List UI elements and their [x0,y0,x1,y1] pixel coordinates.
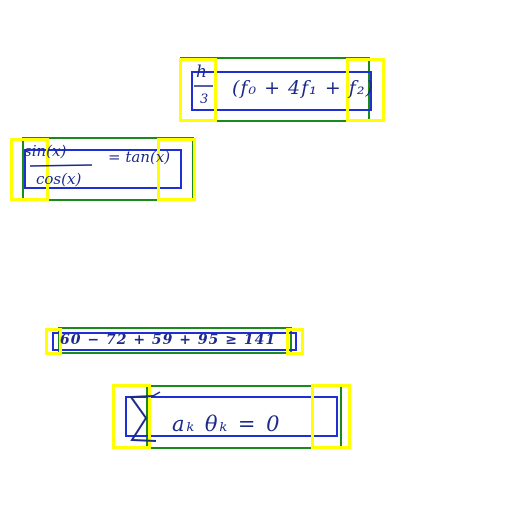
yellow-box-inequality-right [286,328,304,355]
yellow-box-simpson-left [179,58,217,122]
yellow-box-sum-left [112,384,151,449]
blue-box-inequality [52,332,297,351]
yellow-box-simpson-right [346,58,385,122]
yellow-box-inequality-left [45,328,62,355]
trig-denominator: cos(x) [36,170,82,188]
yellow-box-trig-left [10,138,49,201]
sum-expression: aₖ θₖ = 0 [172,412,282,436]
fraction-3: 3 [200,92,209,107]
trig-numerator: sin(x) [24,142,67,160]
simpson-paren-expression: (f₀ + 4f₁ + f₂) [232,77,374,99]
green-box-sum [146,385,342,449]
yellow-box-sum-right [311,384,351,449]
fraction-h: h [196,62,207,82]
inequality-expression: 60 − 72 + 59 + 95 ≥ 141 [60,332,277,348]
blue-box-trig [24,149,182,189]
yellow-box-trig-right [157,138,196,201]
blue-box-sum [125,396,338,437]
blue-box-simpson [191,71,372,111]
trig-rhs: = tan(x) [108,148,171,166]
